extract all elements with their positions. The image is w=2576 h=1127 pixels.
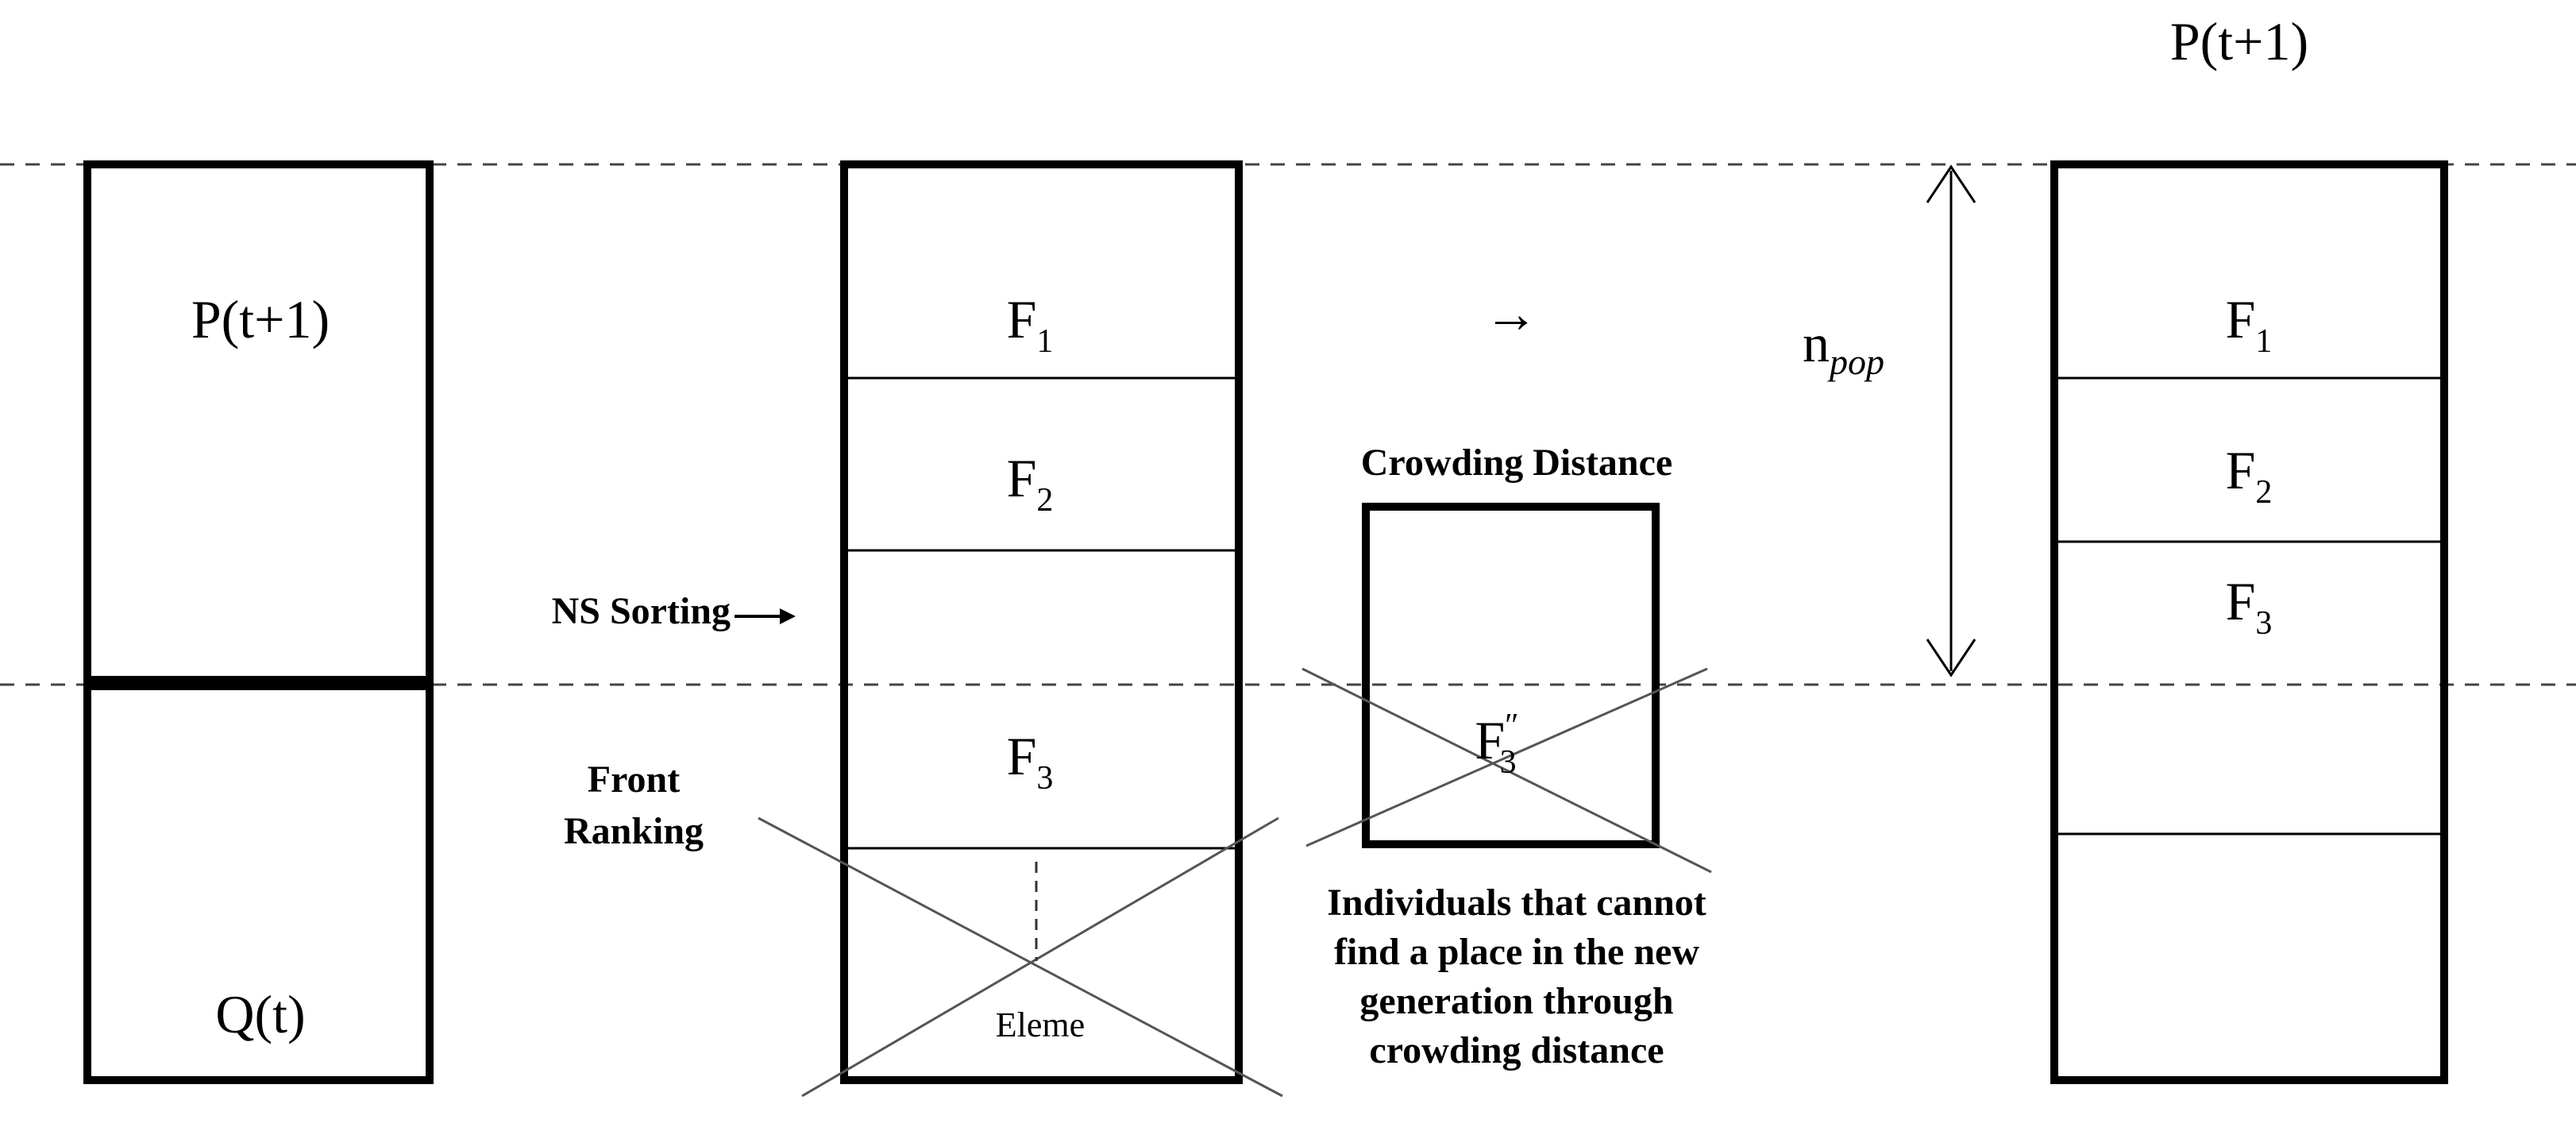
next-population-block: F1 F2 F3 — [2050, 160, 2448, 1084]
ns-sorting-arrowhead — [780, 608, 796, 624]
crowding-distance-label: Crowding Distance — [1361, 442, 1672, 484]
individuals-line-3: generation through — [1359, 980, 1673, 1022]
result-title: P(t+1) — [2170, 11, 2308, 71]
ns-sorting-annotation: NS Sorting — [552, 590, 796, 632]
crowding-front-3: F″3 — [1475, 708, 1518, 781]
parent-population-label: P(t+1) — [191, 289, 330, 349]
offspring-population-label: Q(t) — [215, 984, 305, 1044]
individuals-note: Individuals that cannot find a place in … — [1327, 882, 1706, 1071]
npop-label: npop — [1803, 313, 1884, 382]
front-ranking-line2: Ranking — [564, 810, 704, 852]
rejected-label: Eleme — [996, 1005, 1085, 1044]
npop-arrow — [1926, 164, 1976, 677]
result-front-1: F1 — [2226, 289, 2273, 360]
individuals-line-4: crowding distance — [1369, 1029, 1664, 1071]
result-front-3: F3 — [2226, 571, 2273, 642]
individuals-line-1: Individuals that cannot — [1327, 882, 1706, 924]
individuals-line-2: find a place in the new — [1334, 931, 1699, 973]
sorted-front-2: F2 — [1007, 448, 1054, 519]
front-ranking-line1: Front — [588, 758, 680, 801]
sorted-front-1: F1 — [1007, 289, 1054, 360]
crowding-block: F″3 — [1301, 503, 1712, 874]
transition-arrow: → — [1484, 284, 1538, 344]
sorted-fronts-block: F1 F2 F3 Eleme — [758, 160, 1283, 1098]
ns-sorting-label: NS Sorting — [552, 590, 731, 632]
result-front-2: F2 — [2226, 440, 2273, 511]
rejected-cross — [758, 816, 1283, 1098]
sorted-front-3: F3 — [1007, 726, 1054, 797]
combined-population-block: P(t+1) Q(t) — [83, 160, 434, 1084]
